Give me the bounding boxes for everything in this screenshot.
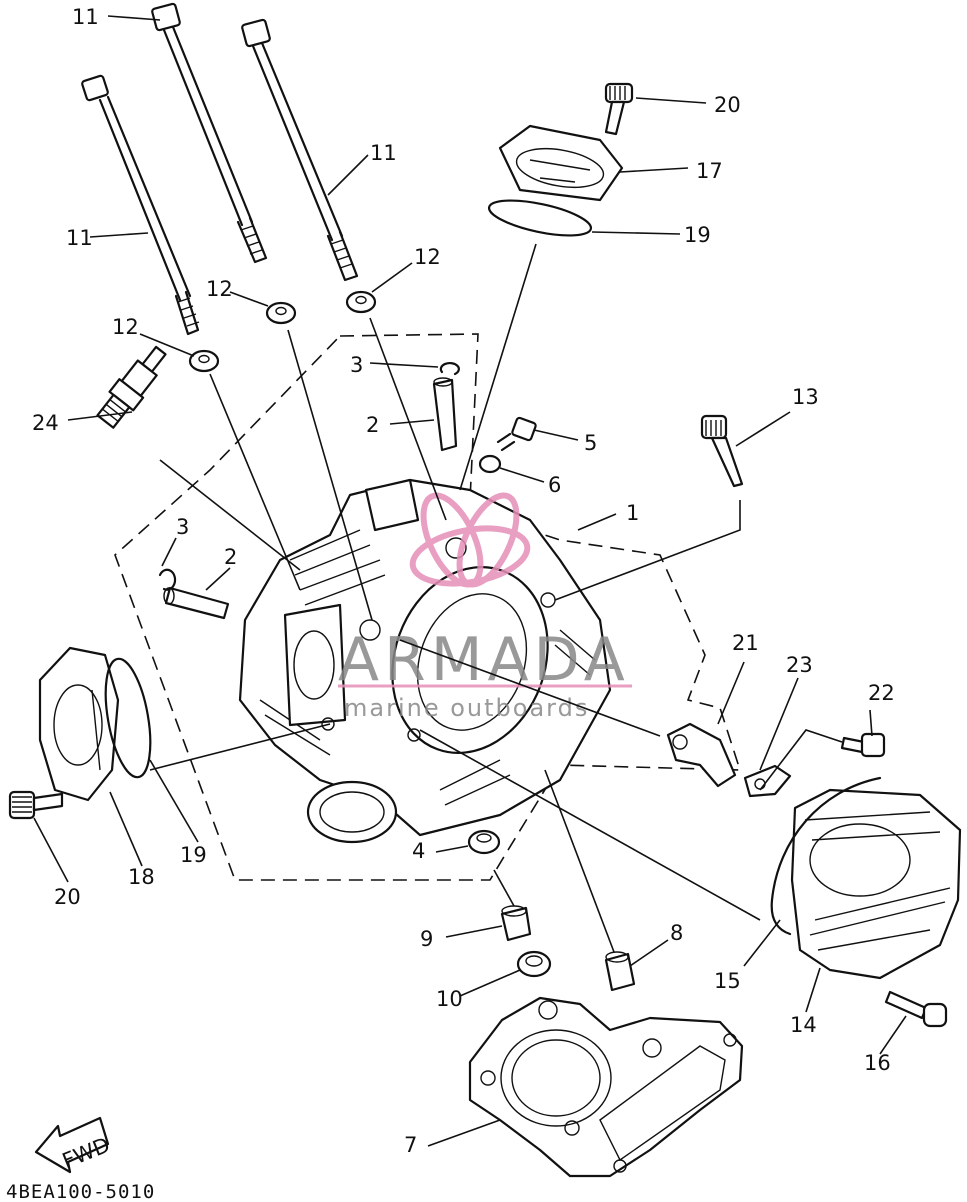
callout-labels: 11 11 11 12 12 12 3 2 3 2 24 5 6 1 20 17… [32, 5, 895, 1157]
callout-14: 14 [790, 1013, 817, 1037]
bolt-16 [884, 990, 948, 1028]
callout-16: 16 [864, 1051, 891, 1075]
bolt-20-side [8, 790, 64, 820]
callout-3-left: 3 [176, 515, 189, 539]
callout-21: 21 [732, 631, 759, 655]
callout-22: 22 [868, 681, 895, 705]
diagram-code: 4BEA100-5010 [6, 1181, 155, 1202]
callout-2-left: 2 [224, 545, 237, 569]
washer-right [345, 290, 377, 314]
callout-2-upper: 2 [366, 413, 379, 437]
bolt-22 [840, 732, 886, 758]
callout-5: 5 [584, 431, 597, 455]
callout-19-top: 19 [684, 223, 711, 247]
callout-12-right: 12 [414, 245, 441, 269]
callout-11-right: 11 [370, 141, 397, 165]
callout-11-left: 11 [66, 226, 93, 250]
callout-11-top: 11 [72, 5, 99, 29]
o-ring-19-side [104, 657, 152, 779]
bolt-5 [496, 416, 537, 452]
cover-17 [498, 124, 624, 202]
callout-4: 4 [412, 839, 425, 863]
callout-20-top: 20 [714, 93, 741, 117]
fwd-arrow: FWD [34, 1116, 113, 1173]
washer-10 [516, 950, 552, 978]
watermark-tagline: marine outboards [344, 694, 589, 722]
callout-1: 1 [626, 501, 639, 525]
valve-guide-left [163, 586, 230, 620]
o-ring-19-top [487, 199, 593, 237]
callout-9: 9 [420, 927, 433, 951]
watermark-logo [409, 492, 531, 588]
spark-plug [96, 345, 167, 429]
circlip-upper [439, 362, 460, 376]
callout-18: 18 [128, 865, 155, 889]
bolt-13 [700, 414, 744, 488]
valve-guide-upper [432, 377, 458, 452]
callout-20-side: 20 [54, 885, 81, 909]
side-cover-18 [38, 646, 120, 802]
callout-8: 8 [670, 921, 683, 945]
callout-6: 6 [548, 473, 561, 497]
callout-13: 13 [792, 385, 819, 409]
watermark: ARMADA marine outboards [338, 492, 632, 722]
callout-19-side: 19 [180, 843, 207, 867]
callout-7: 7 [404, 1133, 417, 1157]
stud-bolt-middle [151, 2, 268, 264]
valve-cover-14 [790, 788, 962, 980]
callout-12-left: 12 [112, 315, 139, 339]
gasket-15 [770, 776, 882, 936]
watermark-brand: ARMADA [338, 625, 630, 695]
washer-left [188, 349, 220, 373]
washer-middle [265, 301, 297, 325]
breather-21 [666, 722, 737, 788]
callout-12-middle: 12 [206, 277, 233, 301]
dowel-8 [604, 951, 636, 992]
callout-23: 23 [786, 653, 813, 677]
circlip-left [158, 568, 177, 591]
head-gasket-7 [468, 996, 744, 1178]
seal-9 [500, 905, 532, 942]
callout-10: 10 [436, 987, 463, 1011]
callout-3-upper: 3 [350, 353, 363, 377]
callout-24: 24 [32, 411, 59, 435]
callout-15: 15 [714, 969, 741, 993]
stud-bolt-left [81, 74, 200, 336]
cylinder-head [238, 478, 612, 844]
washer-6 [478, 454, 502, 474]
stud-bolt-right [241, 18, 359, 282]
bolt-20-top [604, 82, 634, 136]
leader-lines [33, 15, 907, 1147]
ring-4 [467, 829, 501, 855]
callout-17: 17 [696, 159, 723, 183]
